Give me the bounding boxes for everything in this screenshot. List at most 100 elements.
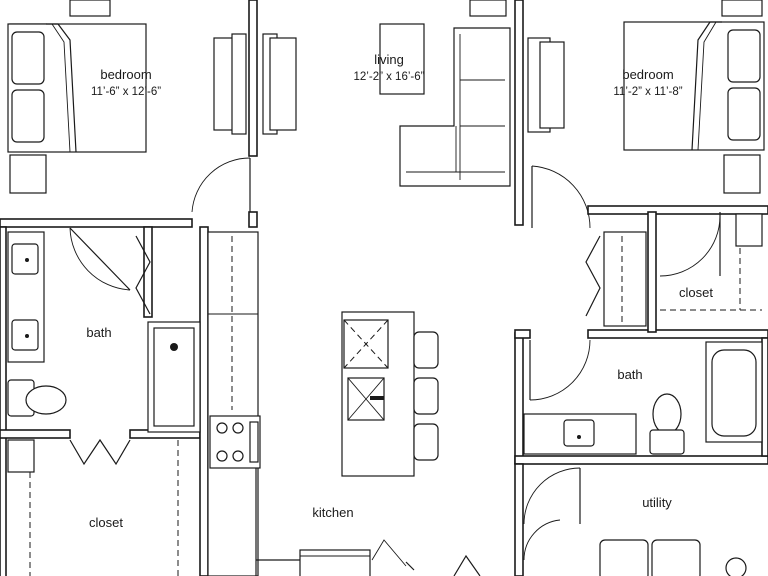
door-bath-left-arc	[69, 227, 131, 291]
dresser-top-left	[69, 0, 111, 17]
label-bath-right: bath	[617, 367, 642, 382]
nightstand-bottom-right	[723, 154, 761, 194]
coffee-table	[379, 23, 425, 95]
door-bedroom-left	[191, 157, 251, 213]
toilet-left-bowl	[25, 385, 67, 415]
dims-living: 12’-2” x 16’-6”	[354, 71, 425, 83]
island-sink-line-a	[347, 377, 367, 400]
burner-3	[216, 450, 228, 462]
side-table-top	[469, 0, 507, 17]
dresser-top-right	[721, 0, 763, 17]
wall-exterior-east	[761, 337, 768, 457]
wall-closet-right-west	[647, 211, 657, 333]
door-closet-right-arc	[659, 215, 721, 277]
wall-utility-west	[514, 463, 524, 576]
toilet-right-bowl	[652, 393, 682, 435]
wall-bath-right-south	[514, 455, 768, 465]
wall-bath-right-nw	[514, 329, 531, 339]
sink-right	[563, 419, 595, 447]
island-faucet	[370, 396, 384, 400]
hall-linen-closet	[585, 231, 647, 327]
closet-right-fixtures	[659, 212, 763, 311]
wall-living-east	[514, 0, 524, 226]
bedroom-right-furniture	[623, 0, 765, 194]
bed-right-blanket-fold-inner	[697, 21, 717, 151]
kitchen-bottom-door	[453, 554, 481, 576]
kitchen-fixtures	[207, 231, 481, 576]
burner-1	[216, 422, 228, 434]
toilet-right-tank	[649, 429, 685, 455]
door-utility-arc-b	[523, 519, 561, 561]
kitchen-counter-left	[207, 231, 259, 576]
nightstand-bottom-left	[9, 154, 47, 194]
wall-bedroom-left-south-b	[248, 211, 258, 228]
label-bedroom-left: bedroom	[100, 67, 151, 82]
shower-left-drain	[170, 343, 178, 351]
pantry-hinge	[405, 561, 415, 571]
bed-left-blanket-fold-inner	[51, 23, 71, 153]
wardrobe-left-d	[269, 37, 297, 131]
closet-left-fixtures	[7, 438, 179, 576]
bathtub-right-basin	[711, 349, 757, 437]
pillow-bottom-left	[11, 89, 45, 143]
sectional-sofa	[399, 27, 511, 187]
utility-fixtures	[523, 467, 747, 576]
wall-bedroom-left-east	[248, 0, 258, 157]
closet-left-bifold-door	[69, 438, 131, 466]
door-utility-arc	[523, 467, 581, 525]
burner-4	[232, 450, 244, 462]
label-kitchen: kitchen	[312, 505, 353, 520]
label-utility: utility	[642, 495, 672, 510]
living-furniture	[379, 0, 511, 187]
dims-bedroom-right: 11’-2” x 11’-8”	[613, 86, 682, 98]
room-labels: bedroom 11’-6” x 12’-6” living 12’-2” x …	[86, 52, 713, 530]
burner-2	[232, 422, 244, 434]
pillow-bottom-right	[727, 87, 761, 141]
wall-bedroom-left-south-a	[0, 218, 193, 228]
wardrobe-right-b	[539, 41, 565, 129]
pillow-top-right	[727, 29, 761, 83]
range-controls	[249, 421, 259, 463]
door-bedroom-right	[531, 165, 591, 229]
linen-bifold-door	[585, 235, 601, 317]
dishwasher-x-b	[343, 319, 389, 369]
closet-left-shelf	[7, 439, 35, 473]
door-bedroom-right-arc	[531, 165, 591, 229]
bedroom-left-wardrobe	[213, 33, 297, 135]
bath-left-linen-bifold	[135, 235, 151, 315]
label-bedroom-right: bedroom	[622, 67, 673, 82]
pillow-top-left	[11, 31, 45, 85]
island-sink-line-c	[347, 398, 367, 421]
wall-hall-west	[199, 226, 209, 576]
island-sink-line-b	[365, 377, 385, 400]
shower-left-inner	[153, 327, 195, 427]
refrigerator	[299, 549, 371, 576]
sink-left-a	[11, 243, 39, 275]
stool-3	[413, 423, 439, 461]
bath-left-fixtures	[7, 227, 201, 433]
pantry-door	[371, 539, 407, 567]
door-bath-left-leaf	[69, 227, 131, 291]
island-sink-line-d	[365, 398, 385, 421]
wall-bedroom-right-south	[587, 205, 768, 215]
label-living: living	[374, 52, 404, 67]
door-bath-right-arc	[529, 339, 591, 401]
label-bath-left: bath	[86, 325, 111, 340]
wardrobe-left-b	[231, 33, 247, 135]
door-bedroom-left-arc	[191, 157, 251, 213]
sink-left-a-drain	[25, 258, 29, 262]
dryer	[651, 539, 701, 576]
water-heater	[725, 557, 747, 576]
stool-2	[413, 377, 439, 415]
stool-1	[413, 331, 439, 369]
wall-exterior-west	[0, 226, 7, 576]
bedroom-right-wardrobe	[527, 37, 565, 133]
bedroom-left-furniture	[7, 0, 147, 194]
wall-bath-right-north	[587, 329, 768, 339]
sink-left-b	[11, 319, 39, 351]
washer	[599, 539, 649, 576]
dims-bedroom-left: 11’-6” x 12’-6”	[91, 86, 161, 98]
sink-left-b-drain	[25, 334, 29, 338]
